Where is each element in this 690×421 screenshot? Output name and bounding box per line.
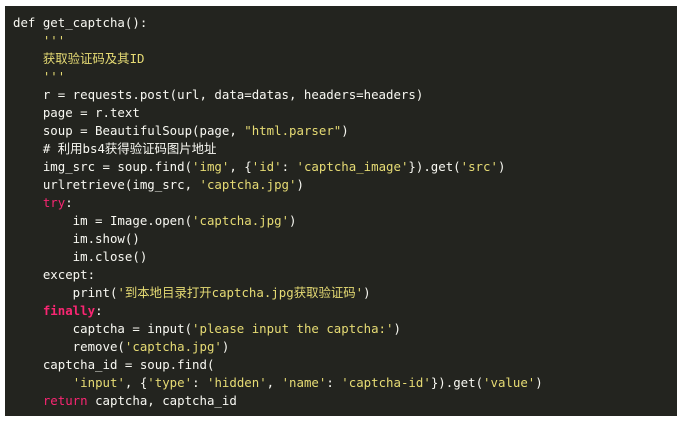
code-line: 获取验证码及其ID — [13, 50, 677, 68]
code-text — [13, 393, 43, 408]
code-text: , { — [229, 159, 252, 174]
code-block: def get_captcha(): ''' 获取验证码及其ID ''' r =… — [5, 6, 677, 416]
code-line: img_src = soup.find('img', {'id': 'captc… — [13, 158, 677, 176]
code-line: # 利用bs4获得验证码图片地址 — [13, 140, 677, 158]
code-line: return captcha, captcha_id — [13, 392, 677, 410]
code-line: 'input', {'type': 'hidden', 'name': 'cap… — [13, 374, 677, 392]
code-line: r = requests.post(url, data=datas, heade… — [13, 86, 677, 104]
string-literal: '到本地目录打开captcha.jpg获取验证码' — [117, 285, 364, 300]
code-text: img_src = soup.find( — [13, 159, 193, 174]
code-line: remove('captcha.jpg') — [13, 338, 677, 356]
code-text: remove( — [13, 339, 125, 354]
code-text: ) — [535, 375, 543, 390]
string-literal: ''' — [13, 33, 66, 48]
code-line: print('到本地目录打开captcha.jpg获取验证码') — [13, 284, 677, 302]
code-text — [13, 195, 43, 210]
code-text: im = Image.open( — [13, 213, 193, 228]
string-literal: 'src' — [460, 159, 498, 174]
code-text: : — [95, 303, 103, 318]
string-literal: 'captcha_image' — [296, 159, 409, 174]
code-text: ) — [497, 159, 506, 174]
code-line: page = r.text — [13, 104, 677, 122]
code-line: soup = BeautifulSoup(page, "html.parser"… — [13, 122, 677, 140]
code-text: : — [326, 375, 342, 390]
code-text: : — [65, 195, 73, 210]
code-line: im.show() — [13, 230, 677, 248]
code-text: im.show() — [13, 231, 140, 246]
code-text: : — [281, 159, 297, 174]
code-text: im.close() — [13, 249, 148, 264]
string-literal: 'type' — [147, 375, 193, 390]
code-line: im = Image.open('captcha.jpg') — [13, 212, 677, 230]
string-literal: 'captcha-id' — [341, 375, 431, 390]
code-line: ''' — [13, 68, 677, 86]
string-literal: 'input' — [72, 375, 125, 390]
string-literal: 获取验证码及其ID — [13, 51, 145, 66]
code-text: soup = BeautifulSoup(page, — [13, 123, 245, 138]
string-literal: ''' — [13, 69, 66, 84]
string-literal: 'captcha.jpg' — [192, 213, 290, 228]
code-line: captcha_id = soup.find( — [13, 356, 677, 374]
code-line: def get_captcha(): — [13, 14, 677, 32]
code-text: }).get( — [408, 159, 461, 174]
string-literal: 'value' — [483, 375, 536, 390]
string-literal: 'name' — [281, 375, 327, 390]
code-text: def get_captcha(): — [13, 15, 148, 30]
code-text — [13, 375, 73, 390]
code-text: ) — [363, 285, 371, 300]
code-text: ) — [221, 339, 230, 354]
code-text: captcha, captcha_id — [87, 393, 237, 408]
code-text: ) — [289, 213, 297, 228]
code-text: , — [266, 375, 282, 390]
code-text: , { — [124, 375, 148, 390]
code-text: ) — [393, 321, 401, 336]
code-line: im.close() — [13, 248, 677, 266]
code-text: captcha = input( — [13, 321, 193, 336]
code-text: ) — [296, 177, 304, 192]
string-literal: 'please input the captcha:' — [192, 321, 394, 336]
string-literal: "html.parser" — [244, 123, 342, 138]
keyword: return — [42, 393, 88, 408]
code-line: urlretrieve(img_src, 'captcha.jpg') — [13, 176, 677, 194]
keyword: try — [42, 195, 66, 210]
string-literal: 'captcha.jpg' — [199, 177, 297, 192]
code-text: except: — [13, 267, 96, 282]
code-text — [13, 303, 43, 318]
code-text: ) — [341, 123, 349, 138]
code-line: ''' — [13, 32, 677, 50]
string-literal: 'captcha.jpg' — [124, 339, 222, 354]
code-line: captcha = input('please input the captch… — [13, 320, 677, 338]
string-literal: 'id' — [251, 159, 282, 174]
code-text: print( — [13, 285, 118, 300]
string-literal: 'hidden' — [206, 375, 267, 390]
code-text: urlretrieve(img_src, — [13, 177, 200, 192]
code-line: except: — [13, 266, 677, 284]
code-text: }).get( — [430, 375, 484, 390]
code-line: finally: — [13, 302, 677, 320]
code-text: page = r.text — [13, 105, 140, 120]
code-text: : — [192, 375, 207, 390]
comment: # 利用bs4获得验证码图片地址 — [13, 141, 217, 156]
string-literal: 'img' — [192, 159, 230, 174]
code-text: captcha_id = soup.find( — [13, 357, 215, 372]
code-text: r = requests.post(url, data=datas, heade… — [13, 87, 424, 102]
keyword: finally — [42, 303, 96, 318]
code-line: try: — [13, 194, 677, 212]
